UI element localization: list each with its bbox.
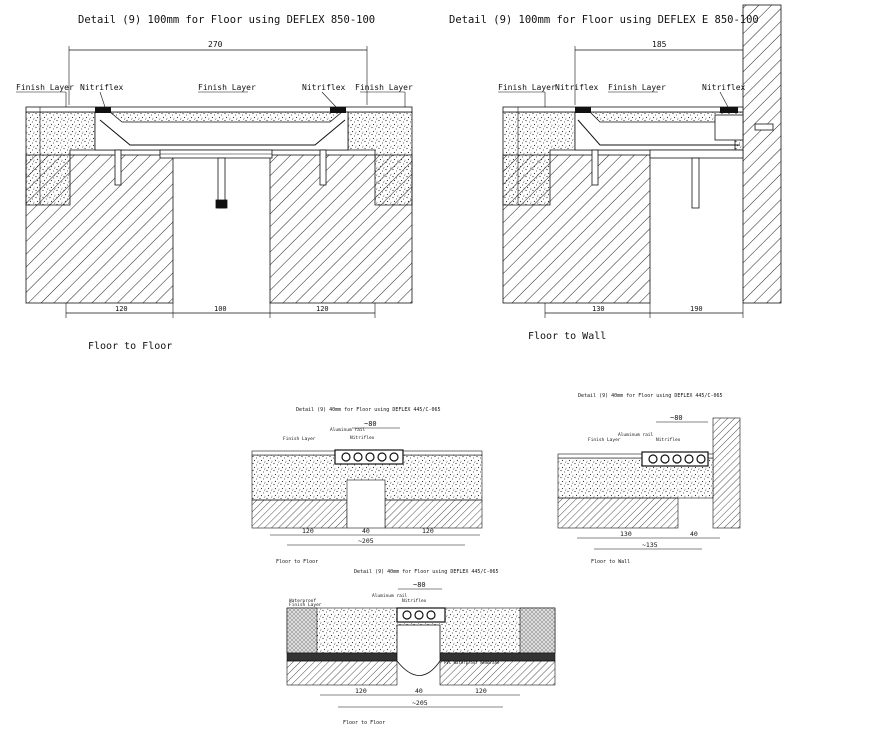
label-nitriflex: Nitriflex [555, 83, 599, 92]
detail-a: Detail (9) 100mm for Floor using DEFLEX … [16, 14, 413, 352]
label-finish-layer: Finish Layer [355, 83, 413, 92]
dim-top-a: 270 [208, 40, 223, 49]
detail-c-caption: Floor to Floor [276, 559, 318, 565]
detail-d-caption: Floor to Wall [591, 559, 630, 565]
label-nitriflex: Nitriflex [656, 437, 681, 443]
wall [712, 417, 741, 529]
detail-c: Detail (9) 40mm for Floor using DEFLEX 4… [251, 407, 483, 565]
detail-e: Detail (9) 40mm for Floor using DEFLEX 4… [286, 569, 556, 726]
dim-bottom: 40 [362, 527, 370, 535]
label-nitriflex: Nitriflex [350, 435, 375, 441]
detail-d: Detail (9) 40mm for Floor using DEFLEX 4… [557, 393, 741, 565]
detail-d-title: Detail (9) 40mm for Floor using DEFLEX 4… [578, 393, 723, 399]
dim-total: ~205 [412, 699, 428, 707]
label-aluminum-rail: Aluminum rail [330, 427, 366, 433]
finish-layer [25, 106, 413, 113]
label-finish-layer: Finish Layer [16, 83, 74, 92]
dim-total: ~205 [358, 537, 374, 545]
detail-b-caption: Floor to Wall [528, 331, 606, 342]
label-finish-layer: Finish Layer [498, 83, 556, 92]
label-nitriflex: Nitriflex [702, 83, 746, 92]
slab-right [269, 154, 413, 304]
label-nitriflex: Nitriflex [80, 83, 124, 92]
dim-top-c: ~80 [364, 420, 377, 428]
dim-bottom: 120 [115, 305, 128, 313]
dim-bottom: 40 [690, 530, 698, 538]
detail-b: Detail (9) 100mm for Floor using DEFLEX … [449, 4, 782, 342]
dim-bottom: 120 [302, 527, 314, 535]
dim-bottom: 130 [620, 530, 632, 538]
label-finish-layer: Finish Layer [608, 83, 666, 92]
dim-bottom: 120 [316, 305, 329, 313]
label-finish-layer: Finish Layer [289, 602, 322, 608]
label-waterproof: Waterproof [289, 598, 316, 604]
label-nitriflex: Nitriflex [402, 598, 427, 604]
dim-bottom: 100 [214, 305, 227, 313]
wall [742, 4, 782, 304]
detail-b-title: Detail (9) 100mm for Floor using DEFLEX … [449, 14, 759, 26]
dim-bottom: 130 [592, 305, 605, 313]
dim-bottom: 120 [422, 527, 434, 535]
label-finish-layer: Finish Layer [283, 436, 316, 442]
label-aluminum-rail: Aluminum rail [618, 432, 654, 438]
detail-e-caption: Floor to Floor [343, 720, 385, 726]
dim-bottom: 120 [475, 687, 487, 695]
dim-top-d: ~80 [670, 414, 683, 422]
nitriflex-right [330, 107, 346, 113]
slab [502, 154, 651, 304]
dim-bottom: 40 [415, 687, 423, 695]
dim-bottom: 120 [355, 687, 367, 695]
nitriflex-left [95, 107, 111, 113]
detail-c-title: Detail (9) 40mm for Floor using DEFLEX 4… [296, 407, 441, 413]
dim-bottom: 190 [690, 305, 703, 313]
label-nitriflex: Nitriflex [302, 83, 346, 92]
label-aluminum-rail: Aluminum rail [372, 593, 408, 599]
label-finish-layer: Finish Layer [198, 83, 256, 92]
detail-e-title: Detail (9) 40mm for Floor using DEFLEX 4… [354, 569, 499, 575]
detail-a-caption: Floor to Floor [88, 341, 172, 352]
dim-top-e: ~80 [413, 581, 426, 589]
label-finish-layer: Finish Layer [588, 437, 621, 443]
label-pvc-membrane: PVC Waterproof membrane [444, 660, 500, 665]
dim-top-b: 185 [652, 40, 667, 49]
dim-total: ~135 [642, 541, 658, 549]
slab-left [25, 154, 174, 304]
detail-a-title: Detail (9) 100mm for Floor using DEFLEX … [78, 14, 375, 26]
